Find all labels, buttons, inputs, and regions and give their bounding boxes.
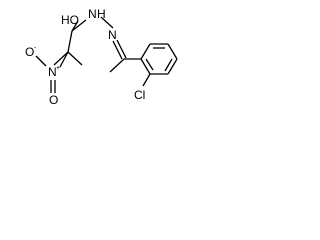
atom-amide-n: N [88,7,97,21]
atom-chlorine: Cl [134,88,145,102]
atom-amide-h: H [97,7,106,21]
bond-cq-methyl-right [67,51,83,66]
bond-ring-cl [142,73,151,87]
molecule-structure: HO N H N N + O - O Cl [25,7,178,107]
bond-imine-double-b [112,40,123,60]
bond-c-cq [67,30,73,53]
bond-c-oh [71,20,79,32]
bond-imine-methyl [109,58,125,73]
atom-nitro-o: O [49,93,58,107]
atom-hydroxyl-o: HO [61,13,79,27]
ring-bond-3 [167,43,178,60]
bond-cq-methyl-left [53,51,69,66]
ring-bond-6 [140,58,151,75]
bond-imine-double-a [116,39,127,59]
bond-n-n [100,16,114,29]
ring-bond-4 [167,58,178,75]
atom-nitro-o-minus-charge: - [34,45,37,52]
bonds [35,16,178,93]
atom-labels: HO N H N N + O - O Cl [25,7,145,107]
ring-inner-2 [164,58,173,72]
bond-c-nh [71,19,87,32]
atom-nitro-o-minus: O [25,45,34,59]
atom-nitro-n-charge: + [56,65,60,72]
ring-bond-1 [140,43,151,60]
bond-nitro-o-minus [35,55,47,67]
atom-imine-n: N [108,28,117,42]
ring-inner-3 [145,58,154,71]
atom-nitro-n: N [48,65,57,79]
bond-cq-nitro [59,51,69,68]
